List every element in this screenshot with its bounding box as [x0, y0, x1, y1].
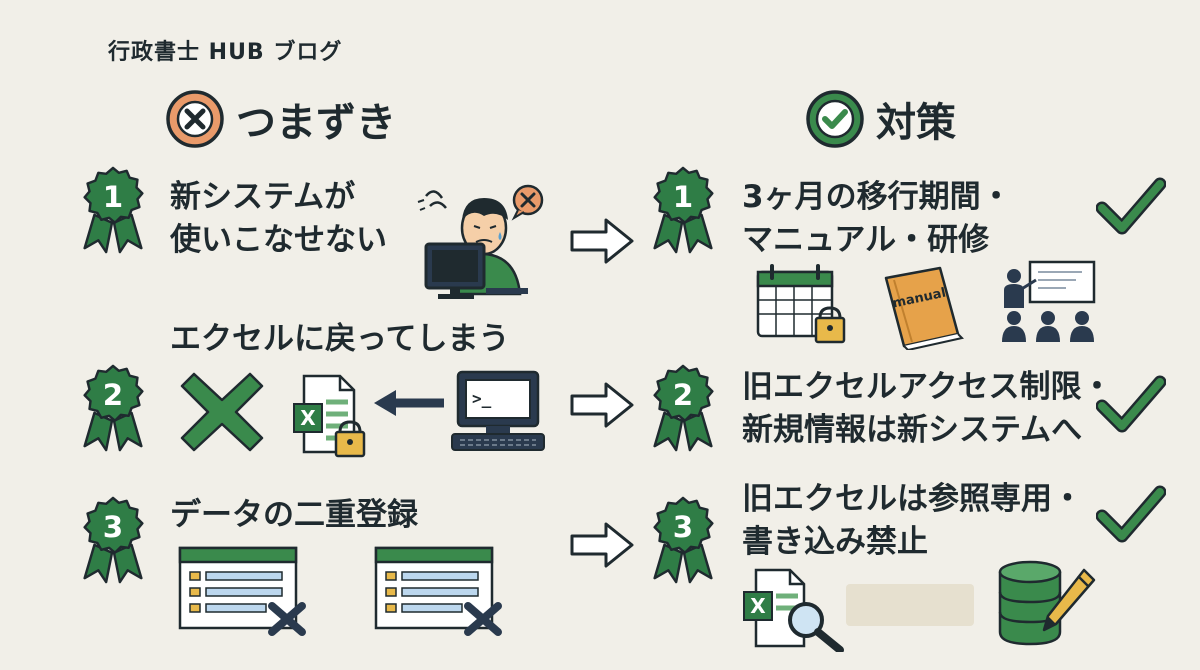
confused-person-illustration: [417, 184, 544, 299]
check-circle-icon: [806, 90, 864, 148]
training-presentation-icon: [1002, 260, 1096, 342]
badge-number: 2: [103, 378, 123, 412]
solution-3-badge: 3: [642, 494, 724, 588]
solution-1-text: 3ヶ月の移行期間・ マニュアル・研修: [742, 179, 1012, 258]
problems-header: つまずき: [164, 88, 396, 150]
cross-circle-icon: [166, 90, 224, 148]
check-icon-1: [1096, 177, 1166, 235]
badge-number: 3: [103, 510, 123, 544]
badge-number: 3: [673, 510, 693, 544]
solution-3-text: 旧エクセルは参照専用・ 書き込み禁止: [742, 481, 1083, 560]
problems-title: つまずき: [236, 100, 396, 146]
empty-placeholder-box: [846, 584, 974, 626]
problem-1-badge: 1: [72, 164, 154, 258]
solution-2-badge: 2: [642, 362, 724, 456]
right-arrow-icon-2: [570, 382, 634, 428]
big-cross-icon: [180, 372, 264, 452]
right-arrow-icon-3: [570, 522, 634, 568]
terminal-computer-icon: >_: [451, 370, 545, 451]
solution-1-badge: 1: [642, 164, 724, 258]
check-icon-3: [1096, 485, 1166, 543]
excel-search-icon: X: [743, 568, 844, 652]
problem-1-text: 新システムが 使いこなせない: [170, 179, 387, 258]
brand-title: 行政書士 HUB ブログ: [108, 40, 343, 65]
record-list-duplicate-1: [178, 546, 306, 636]
terminal-prompt: >_: [472, 389, 492, 408]
badge-number: 1: [673, 180, 693, 214]
left-arrow-icon: [374, 390, 444, 416]
database-edit-icon: [998, 560, 1096, 646]
right-arrow-icon-1: [570, 218, 634, 264]
badge-number: 1: [103, 180, 123, 214]
manual-book-icon: manual: [884, 266, 964, 350]
solutions-title: 対策: [876, 100, 956, 146]
badge-number: 2: [673, 378, 693, 412]
excel-letter: X: [750, 594, 766, 618]
excel-letter: X: [300, 406, 316, 430]
problem-2-badge: 2: [72, 362, 154, 456]
problem-3-text: データの二重登録: [170, 497, 418, 533]
calendar-locked-icon: [756, 264, 846, 344]
record-list-duplicate-2: [374, 546, 502, 636]
solution-2-text: 旧エクセルアクセス制限・ 新規情報は新システムへ: [742, 369, 1113, 448]
excel-locked-icon: X: [293, 374, 366, 458]
problem-2-text: エクセルに戻ってしまう: [170, 321, 510, 357]
problem-3-badge: 3: [72, 494, 154, 588]
check-icon-2: [1096, 375, 1166, 433]
solutions-header: 対策: [804, 88, 956, 150]
